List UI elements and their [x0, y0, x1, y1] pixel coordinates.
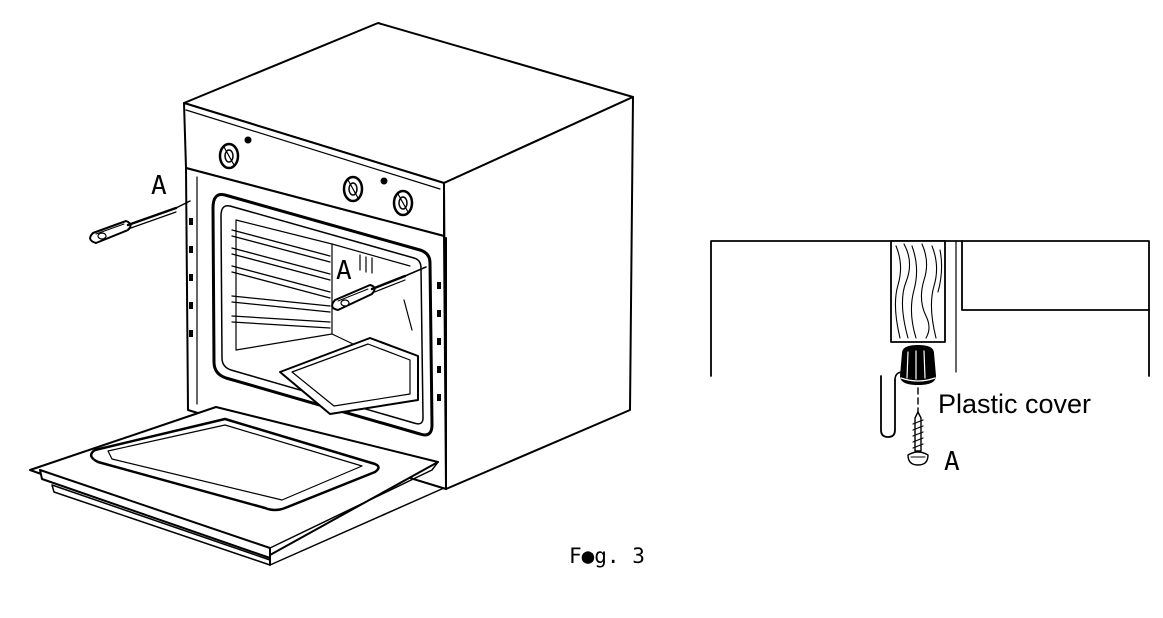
- label-a-left: A: [151, 171, 167, 201]
- left-mounting-holes: [189, 218, 193, 337]
- figure-caption: F●g. 3: [569, 544, 645, 568]
- knob-middle: [342, 175, 364, 203]
- knob-left: [218, 142, 240, 170]
- baking-tray: [279, 337, 419, 415]
- oven-illustration: A A: [29, 22, 634, 566]
- cabinet-cross-section: Plastic cover A: [710, 240, 1150, 477]
- indicator-light-right: [380, 177, 388, 185]
- right-mounting-holes: [437, 282, 441, 401]
- shelf-rails: [231, 229, 331, 329]
- indicator-light-left: [244, 136, 252, 144]
- screwdriver-right: [331, 266, 427, 311]
- screw: [907, 411, 929, 466]
- door-glass: [89, 417, 380, 512]
- cabinet-panel: [961, 240, 1150, 311]
- wood-grain: [894, 243, 943, 339]
- plastic-cover: [900, 345, 936, 385]
- label-a-inside: A: [336, 256, 352, 286]
- screwdriver-left: [89, 200, 191, 244]
- label-a-screw: A: [944, 447, 960, 477]
- knob-right: [392, 189, 414, 217]
- plastic-cover-label: Plastic cover: [938, 389, 1091, 419]
